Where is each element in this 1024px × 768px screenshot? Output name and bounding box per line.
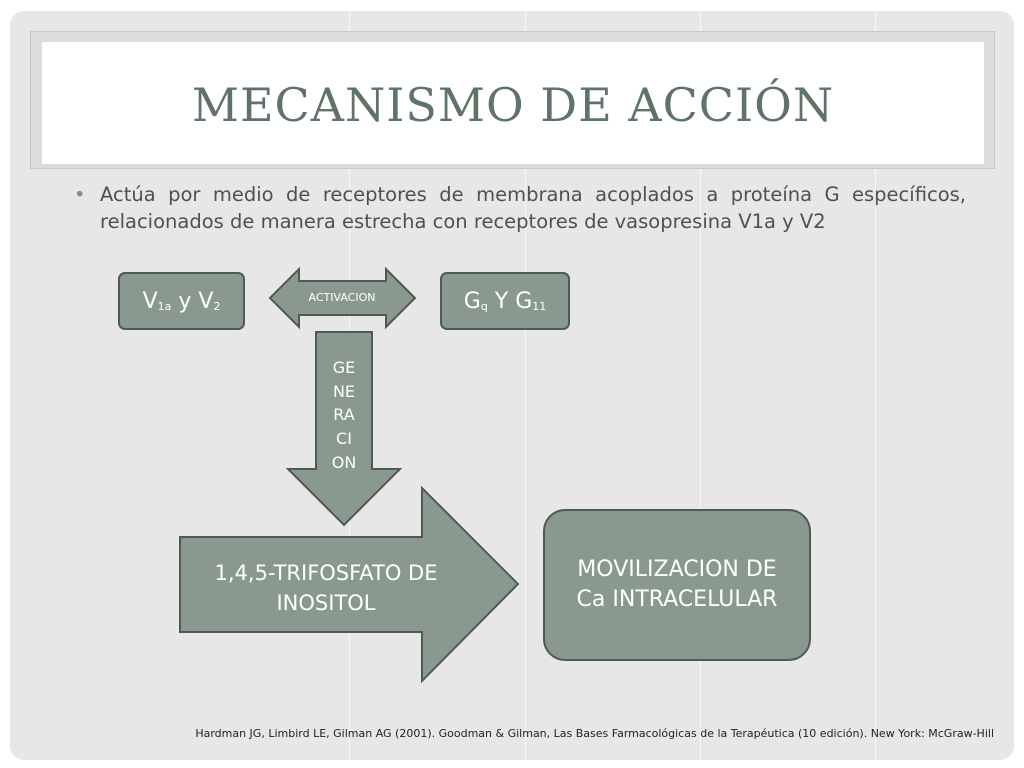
title-box: MECANISMO DE ACCIÓN [42, 42, 984, 164]
activation-double-arrow [268, 266, 417, 330]
background-stripe [875, 11, 876, 760]
ip3-right-arrow [179, 485, 520, 684]
slide: MECANISMO DE ACCIÓN • Actúa por medio de… [10, 11, 1014, 760]
receptors-subscript: 2 [213, 299, 221, 313]
g-proteins-subscript: q [480, 299, 488, 313]
bullet-marker: • [74, 183, 86, 206]
receptors-text: y V [171, 288, 214, 314]
g-proteins-box: Gq Y G11 [440, 272, 570, 330]
calcium-mobilization-box: MOVILIZACION DE Ca INTRACELULAR [543, 509, 811, 661]
bullet-list: • Actúa por medio de receptores de membr… [74, 181, 966, 235]
generation-down-arrow [285, 331, 403, 527]
generation-label-line: NE [333, 382, 355, 401]
generation-label-line: GE [333, 358, 356, 377]
generation-label-line: ON [332, 453, 357, 472]
background-stripe [525, 11, 526, 760]
g-proteins-subscript: 11 [532, 299, 547, 313]
receptors-box: V1a y V2 [118, 272, 245, 330]
receptors-label: V1a y V2 [143, 289, 221, 314]
citation: Hardman JG, Limbird LE, Gilman AG (2001)… [195, 727, 994, 740]
ip3-label-line: INOSITOL [276, 591, 375, 615]
generation-label-line: RA [333, 405, 354, 424]
g-proteins-label: Gq Y G11 [464, 289, 547, 314]
diagram: ACTIVACION GE NE RA CI ON 1,4,5-TRIFOSFA… [179, 266, 520, 684]
ip3-label-line: 1,4,5-TRIFOSFATO DE [215, 561, 438, 585]
g-proteins-text: Y G [487, 288, 533, 314]
g-proteins-text: G [463, 288, 481, 314]
receptors-subscript: 1a [157, 299, 172, 313]
receptors-text: V [142, 288, 158, 314]
generation-label-line: CI [336, 429, 352, 448]
background-stripe [700, 11, 701, 760]
slide-title: MECANISMO DE ACCIÓN [191, 78, 835, 132]
bullet-text: Actúa por medio de receptores de membran… [100, 183, 966, 233]
calcium-label-line: MOVILIZACION DE [577, 557, 777, 582]
calcium-label-line: Ca INTRACELULAR [576, 587, 778, 612]
activation-label: ACTIVACION [309, 291, 376, 304]
